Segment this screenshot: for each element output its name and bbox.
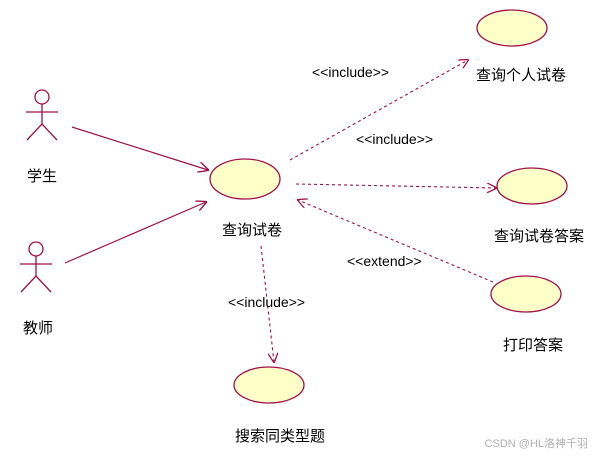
- include-query-answer: [295, 184, 496, 188]
- stereotype-include-personal: <<include>>: [312, 64, 389, 80]
- usecase-print-answer[interactable]: 打印答案: [490, 275, 563, 354]
- usecase-query-paper[interactable]: 查询试卷: [209, 158, 282, 239]
- usecase-search-similar-ellipse: [233, 366, 305, 404]
- actor-teacher[interactable]: 教师: [20, 241, 53, 337]
- include-search-similar: [260, 245, 274, 362]
- usecase-search-similar[interactable]: 搜索同类型题: [233, 366, 325, 445]
- association-student-query-paper: [71, 126, 208, 170]
- watermark: CSDN @HL洛神千羽: [485, 436, 588, 450]
- actor-student[interactable]: 学生: [26, 89, 58, 185]
- usecase-query-personal-label: 查询个人试卷: [476, 67, 566, 84]
- usecase-print-answer-label: 打印答案: [503, 336, 563, 354]
- stereotype-include-answer: <<include>>: [356, 131, 433, 147]
- include-query-personal: [289, 60, 468, 161]
- actor-teacher-figure: [20, 241, 52, 293]
- usecase-query-personal[interactable]: 查询个人试卷: [476, 9, 566, 84]
- usecase-search-similar-label: 搜索同类型题: [235, 428, 325, 445]
- extend-print-answer: [298, 200, 494, 283]
- stereotype-include-search: <<include>>: [228, 294, 305, 310]
- usecase-query-paper-ellipse: [209, 158, 281, 200]
- actor-student-label: 学生: [27, 168, 57, 185]
- association-teacher-query-paper: [64, 202, 206, 264]
- stereotype-extend-print: <<extend>>: [347, 253, 422, 269]
- usecase-query-personal-ellipse: [476, 9, 548, 47]
- usecase-query-answer-label: 查询试卷答案: [494, 227, 584, 245]
- actor-teacher-label: 教师: [23, 320, 53, 337]
- actor-student-figure: [26, 89, 58, 141]
- usecase-query-answer[interactable]: 查询试卷答案: [494, 167, 584, 245]
- usecase-print-answer-ellipse: [490, 275, 562, 313]
- usecase-query-paper-label: 查询试卷: [222, 222, 282, 239]
- usecase-query-answer-ellipse: [496, 167, 568, 205]
